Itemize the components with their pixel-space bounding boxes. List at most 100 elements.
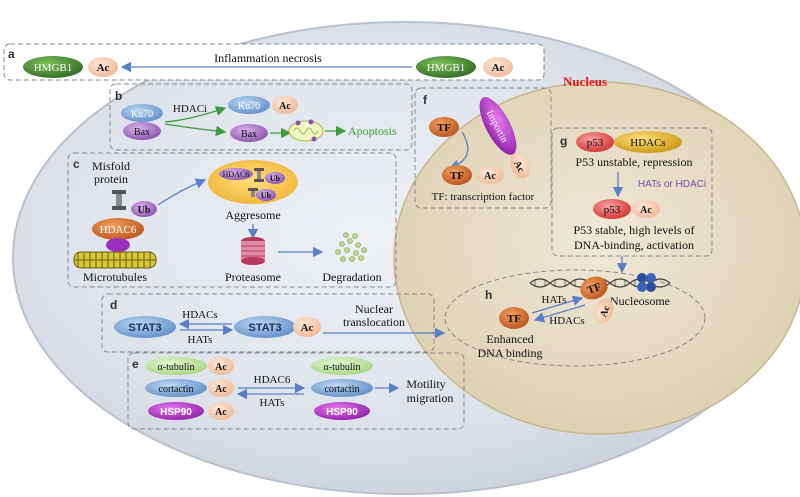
panel-f-label: f	[423, 93, 428, 107]
p53-stable-text-2: DNA-binding, activation	[574, 238, 694, 252]
panel-d-box	[101, 293, 435, 353]
hats-arrow-h	[531, 295, 584, 314]
svg-text:HDAC6: HDAC6	[100, 224, 137, 236]
nucleosome-text: Nucleosome	[610, 294, 670, 308]
ku70-free: Ku70	[228, 96, 270, 114]
svg-text:Ac: Ac	[511, 159, 526, 175]
ac-badge: Ac	[483, 57, 513, 77]
svg-text:Ac: Ac	[301, 322, 314, 334]
hats-text-h: HATs	[542, 294, 567, 306]
ub-badge: Ub	[131, 201, 157, 217]
tf-free: TF	[499, 307, 529, 329]
svg-text:Ub: Ub	[138, 205, 151, 216]
panel-a-label: a	[8, 47, 15, 61]
mitochondria-icon	[288, 119, 324, 142]
svg-text:TF: TF	[437, 122, 451, 134]
enhanced-text-1: Enhanced	[486, 332, 533, 346]
svg-text:Ac: Ac	[492, 62, 505, 74]
tubulin-right: α-tubulin	[311, 357, 373, 375]
svg-text:HDACs: HDACs	[630, 137, 665, 149]
ac-badge: Ac	[208, 357, 234, 375]
panel-e-label: e	[132, 357, 139, 371]
bax-free: Bax	[230, 124, 268, 142]
svg-text:Ku70: Ku70	[131, 109, 153, 120]
svg-text:TF: TF	[450, 170, 464, 182]
ac-badge: Ac	[272, 96, 298, 114]
svg-text:HSP90: HSP90	[326, 407, 358, 418]
degradation-text: Degradation	[322, 270, 381, 284]
hdacs-text-h: HDACs	[549, 315, 584, 327]
tf-top: TF	[429, 117, 459, 137]
aggresome-arrow	[157, 178, 207, 206]
svg-text:STAT3: STAT3	[128, 322, 161, 334]
svg-text:p53: p53	[587, 137, 604, 149]
ac-badge: Ac	[88, 57, 118, 77]
cortactin-right: cortactin	[311, 379, 373, 397]
svg-text:Ub: Ub	[270, 174, 281, 183]
svg-text:Ac: Ac	[279, 101, 291, 112]
proteasome-text: Proteasome	[225, 270, 281, 284]
panel-b-box	[109, 83, 413, 151]
hsp90-left: HSP90	[148, 402, 204, 420]
hats-text-e: HATs	[260, 397, 285, 409]
svg-text:Ac: Ac	[640, 205, 652, 216]
p53-bottom: p53	[593, 199, 631, 219]
microtubule-icon	[73, 251, 157, 269]
tf-bottom: TF	[442, 165, 472, 185]
panel-b-label: b	[115, 89, 122, 103]
panel-f-box	[414, 87, 552, 209]
proteasome-icon	[241, 237, 265, 265]
svg-text:cortactin: cortactin	[325, 384, 360, 395]
degradation-dots-icon	[335, 232, 367, 262]
inflammation-text: Inflammation necrosis	[214, 51, 322, 65]
hmgb1-right: HMGB1	[416, 56, 476, 78]
hdaci-arrow-down	[164, 123, 227, 137]
aggresome-text: Aggresome	[225, 208, 280, 222]
stat3-left: STAT3	[114, 316, 176, 338]
panel-d-label: d	[110, 298, 117, 312]
migration-text: migration	[407, 391, 454, 405]
ac-badge: Ac	[208, 379, 234, 397]
svg-text:Ac: Ac	[215, 407, 227, 418]
svg-text:Ub: Ub	[261, 191, 272, 200]
hdac6-protein: HDAC6	[92, 218, 144, 252]
ac-badge: Ac	[476, 166, 504, 184]
apoptosis-text: Apoptosis	[348, 124, 397, 138]
stat3-right: STAT3	[234, 316, 296, 338]
translocation-text: translocation	[343, 315, 405, 329]
hmgb1-left: HMGB1	[23, 56, 83, 78]
p53-unstable-text: P53 unstable, repression	[576, 155, 693, 169]
svg-text:α-tubulin: α-tubulin	[158, 362, 195, 373]
svg-text:cortactin: cortactin	[159, 384, 194, 395]
hdaci-arrow-up	[164, 106, 227, 123]
enhanced-text-2: DNA binding	[477, 346, 542, 360]
tubulin-left: α-tubulin	[145, 357, 207, 375]
svg-text:Ac: Ac	[484, 171, 496, 182]
panel-c-label: c	[73, 157, 80, 171]
svg-text:Ku70: Ku70	[238, 101, 260, 112]
hdac6-text: HDAC6	[254, 374, 291, 386]
svg-text:Bax: Bax	[241, 129, 257, 140]
tf-caption: TF: transcription factor	[432, 191, 535, 203]
misfold-text: Misfold	[92, 159, 130, 173]
svg-text:Ac: Ac	[215, 384, 227, 395]
panel-h-label: h	[485, 288, 492, 302]
motility-text: Motility	[406, 377, 445, 391]
ac-badge: Ac	[594, 298, 614, 324]
ac-badge: Ac	[208, 402, 234, 420]
svg-text:Ac: Ac	[215, 362, 227, 373]
svg-text:α-tubulin: α-tubulin	[324, 362, 361, 373]
svg-text:HMGB1: HMGB1	[427, 62, 466, 74]
hdaci-text: HDACi	[173, 103, 207, 115]
hdacs-text: HDACs	[182, 309, 217, 321]
aggresome-blob: HDAC6 Ub Ub	[208, 160, 298, 204]
nuclear-text: Nuclear	[355, 302, 393, 316]
cortactin-left: cortactin	[145, 379, 207, 397]
panel-h-box	[444, 269, 706, 367]
svg-text:HMGB1: HMGB1	[34, 62, 73, 74]
svg-text:HSP90: HSP90	[160, 407, 192, 418]
svg-text:p53: p53	[604, 204, 621, 216]
p53-top: p53	[576, 132, 614, 152]
panel-g-label: g	[560, 134, 567, 148]
